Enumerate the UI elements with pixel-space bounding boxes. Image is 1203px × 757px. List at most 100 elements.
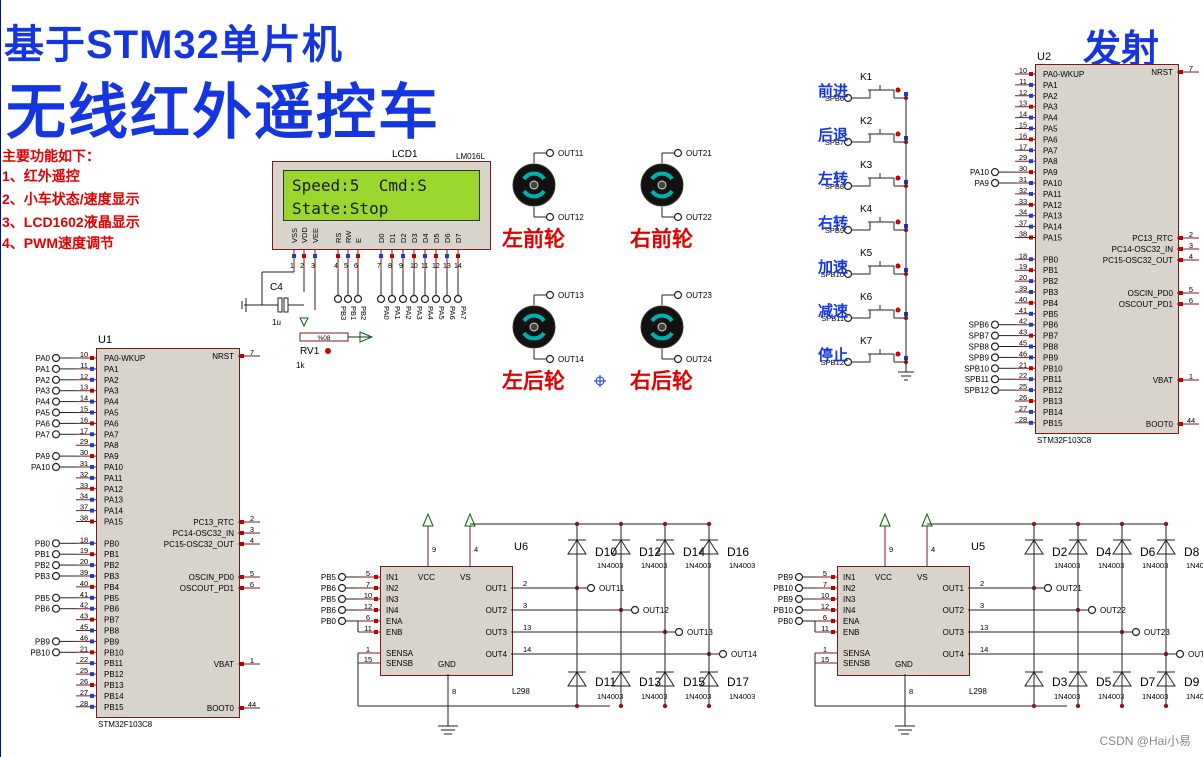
u1-net-terminal [51, 637, 61, 646]
u2-pin-num: 12 [1019, 88, 1027, 97]
u2-right-pin-name: VBAT [1153, 376, 1173, 385]
u2-pin-name: PA6 [1043, 135, 1058, 144]
u6-l298-chip[interactable] [380, 566, 513, 676]
l298-u6-diode-ref: D11 [595, 675, 616, 689]
u1-net-label: PB3 [35, 572, 51, 581]
motor-terminal [673, 354, 683, 364]
u2-pin-num: 45 [1019, 339, 1027, 348]
l298-u5-diode [1068, 671, 1088, 687]
lcd-bus-label: PB1 [349, 306, 358, 320]
u2-pin-marker [1029, 181, 1033, 185]
u2-net-terminal [990, 178, 1000, 188]
junction-dot [618, 703, 624, 709]
l298-u6-out-label: OUT14 [731, 650, 757, 659]
u1-pin-name: PA0-WKUP [104, 354, 145, 363]
u1-pin-num: 21 [80, 644, 88, 653]
u2-pin-name: PA13 [1043, 212, 1063, 221]
key-ref: K6 [860, 292, 873, 303]
l298-u6-pin-marker [374, 630, 378, 634]
l298-u6-diode [699, 671, 719, 687]
u1-pin-num: 45 [80, 623, 88, 632]
l298-u6-diode-part: 1N4003 [597, 561, 623, 570]
l298-u6-power-arrow [464, 512, 476, 527]
l298-u5-diode-ref: D6 [1140, 545, 1156, 559]
u2-pin-num: 31 [1019, 175, 1027, 184]
u2-pin-name: PA15 [1043, 234, 1063, 243]
u2-chip[interactable] [1035, 64, 1179, 434]
u2-pin-marker [1029, 235, 1033, 240]
u2-pin-name: PB12 [1043, 386, 1063, 395]
l298-u6-out-terminal [630, 605, 640, 615]
l298-u6-diode [567, 539, 587, 555]
junction-dot [1119, 703, 1125, 709]
junction-dot [1075, 703, 1081, 709]
u2-net-label: PA10 [970, 168, 990, 177]
u2-pin-name: PB4 [1043, 299, 1059, 308]
l298-u6-diode-ref: D16 [727, 545, 749, 559]
l298-u6-out-name: OUT4 [486, 650, 508, 659]
key-ref: K1 [860, 72, 873, 83]
u1-part: STM32F103C8 [98, 720, 153, 729]
u2-pin-marker [1029, 268, 1033, 273]
u2-pin-name: PB3 [1043, 288, 1059, 297]
l298-u5-in-num: 5 [823, 569, 827, 578]
l298-u6-diode [655, 671, 675, 687]
u1-chip[interactable] [96, 348, 240, 718]
lcd-pin-name: RS [334, 233, 343, 243]
lcd-pin-num: 11 [421, 263, 428, 270]
lcd-bus-label: PA6 [448, 306, 457, 320]
u1-right-pin-num: 6 [250, 580, 254, 589]
lcd-pin-num: 7 [377, 263, 381, 270]
motor-rotor [650, 331, 674, 341]
u1-pin-marker [90, 486, 94, 491]
l298-u6-out-num: 13 [523, 623, 531, 632]
l298-u6-in-name: IN2 [386, 584, 399, 593]
key-net-label: SPB12 [821, 358, 844, 367]
u1-pin-name: PB15 [104, 703, 124, 712]
l298-u6-out-name: OUT2 [486, 606, 508, 615]
lcd-module[interactable]: Speed:5 Cmd:S State:Stop [272, 161, 491, 250]
u2-pin-num: 34 [1019, 208, 1027, 217]
watermark: CSDN @Hai小易 [1099, 734, 1191, 748]
l298-u5-diode [1112, 539, 1132, 555]
u2-right-pin-num: 6 [1189, 296, 1193, 305]
lcd-pin-name: VEE [311, 228, 320, 243]
lcd-ref: LCD1 [392, 149, 418, 160]
l298-u5-diode [1156, 539, 1176, 555]
lcd-bus-label: PA7 [459, 306, 468, 320]
u1-net-terminal [51, 539, 61, 548]
l298-u6-in-num: 11 [364, 624, 372, 633]
u1-net-label: PA10 [31, 463, 51, 472]
u2-right-pin-name: OSCOUT_PD1 [1119, 300, 1174, 309]
key-ref: K4 [860, 204, 873, 215]
l298-u5-diode-part: 1N4003 [1142, 692, 1168, 701]
l298-u5-net-terminal [794, 605, 804, 615]
u2-pin-name: PB7 [1043, 332, 1059, 341]
l298-u6-diode-ref: D17 [727, 675, 749, 689]
u1-pin-num: 20 [80, 557, 88, 566]
lcd-pin-name: E [354, 238, 363, 243]
key-label: 前进 [818, 83, 849, 100]
lcd-bus-terminal [442, 294, 452, 304]
lcd-bus-label: PB3 [339, 306, 348, 320]
motor-terminal [545, 212, 555, 222]
u2-net-terminal [990, 353, 1000, 362]
lcd-bus-terminal [387, 294, 397, 304]
lcd-pin-marker [313, 254, 317, 258]
u5-l298-chip[interactable] [837, 566, 970, 676]
u2-net-terminal [990, 168, 1000, 177]
u2-pin-num: 14 [1019, 110, 1027, 119]
u2-pin-marker [1029, 399, 1033, 403]
u1-pin-marker [90, 497, 94, 502]
l298-u5-diode-ref: D7 [1140, 675, 1156, 689]
key-terminal [843, 93, 853, 103]
u2-net-terminal [990, 364, 1000, 373]
u1-pin-num: 38 [80, 514, 88, 523]
u2-pin-marker [1029, 213, 1033, 218]
junction-dot [903, 139, 909, 145]
l298-u6-in-name: ENA [386, 617, 403, 626]
u1-pin-marker [90, 541, 94, 546]
u1-pin-name: PB7 [104, 616, 120, 625]
